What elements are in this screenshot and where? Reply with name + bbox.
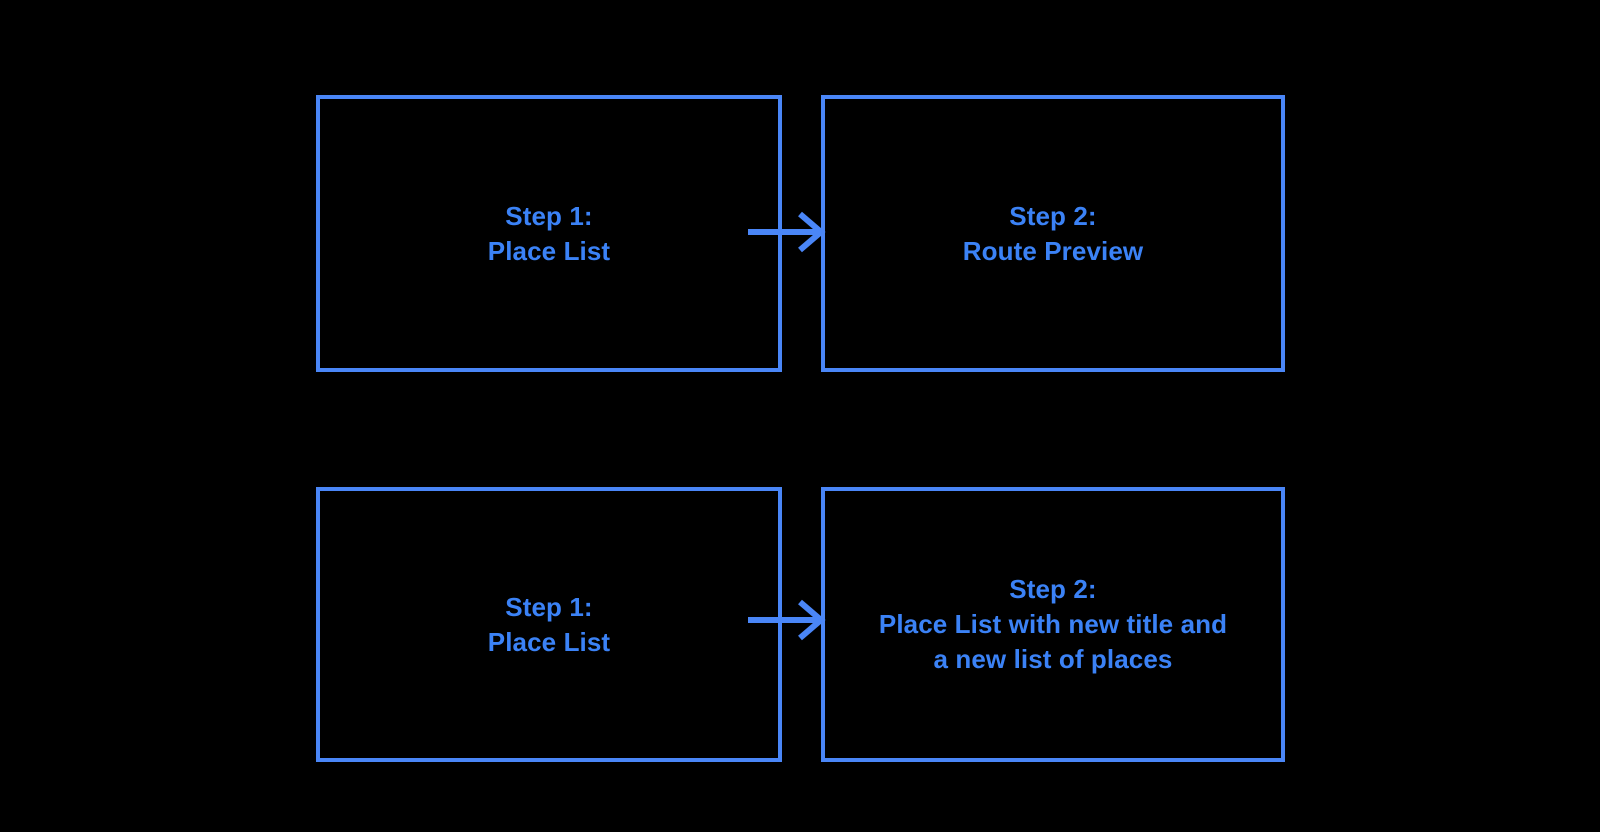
flow-row-place-list-update: Step 1: Place List Step 2: Place List wi… xyxy=(0,420,1600,832)
step-box-label: Step 1: Place List xyxy=(487,591,611,657)
step-box-label: Step 1: Place List xyxy=(487,200,611,266)
step-box-step-1-place-list[interactable]: Step 1: Place List xyxy=(316,487,782,762)
flow-row-route-preview: Step 1: Place List Step 2: Route Preview xyxy=(316,95,1285,372)
step-box-label: Step 2: Place List with new title and a … xyxy=(878,574,1228,674)
step-box-label: Step 2: Route Preview xyxy=(962,200,1144,266)
step-box-step-2-route-preview[interactable]: Step 2: Route Preview xyxy=(821,95,1285,372)
step-box-step-2-place-list-updated[interactable]: Step 2: Place List with new title and a … xyxy=(821,487,1285,762)
step-box-step-1-place-list[interactable]: Step 1: Place List xyxy=(316,95,782,372)
